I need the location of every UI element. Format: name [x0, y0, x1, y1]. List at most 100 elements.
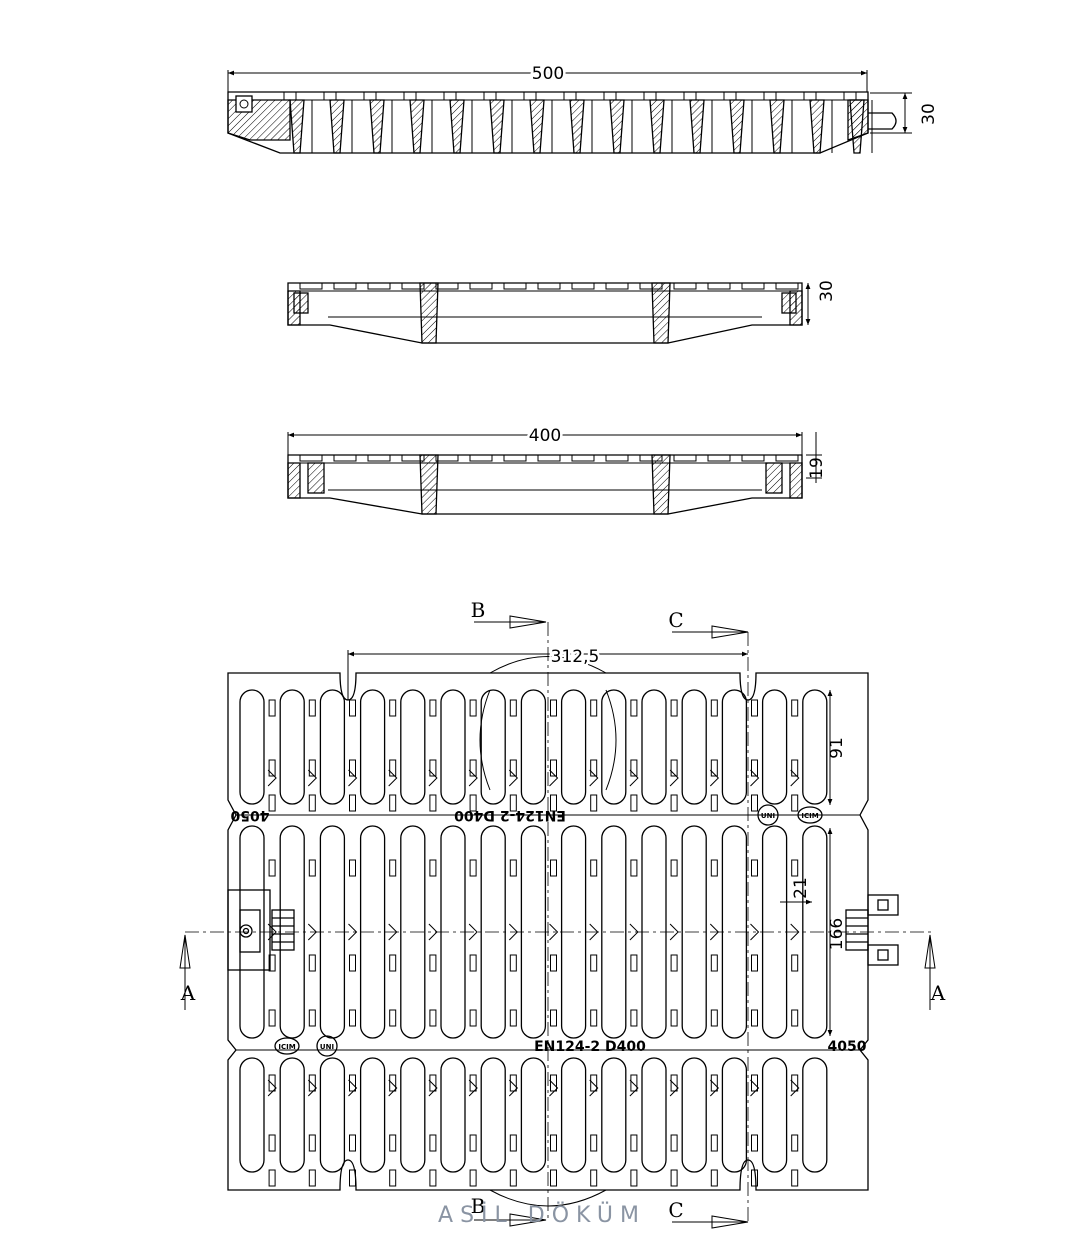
rib-lug — [308, 794, 316, 812]
rib-lug — [429, 1074, 437, 1092]
rib-lug — [791, 759, 799, 777]
rib-lug — [710, 859, 718, 877]
dim-400: 400 — [529, 426, 561, 446]
beam-section-left — [419, 282, 439, 344]
chevron — [388, 769, 398, 787]
section-arrow-b-bottom — [474, 1213, 547, 1227]
rib-lug — [550, 759, 557, 777]
chevron — [750, 923, 760, 941]
rib-lug — [710, 759, 718, 777]
rib-lug — [429, 859, 437, 877]
rib-lug — [349, 699, 356, 717]
rib-section — [369, 99, 385, 154]
chevron — [549, 1079, 559, 1097]
cross-section-outline — [287, 282, 803, 344]
rib-lug — [469, 954, 477, 972]
chevron — [750, 1079, 760, 1097]
grate-lugs — [267, 699, 800, 1187]
rib-lug — [630, 1134, 638, 1152]
rib-lug — [469, 794, 477, 812]
step-right — [765, 462, 783, 494]
rib-lug — [469, 1169, 477, 1187]
slot-upper — [359, 689, 386, 805]
slot-middle — [681, 825, 707, 1039]
rib-lug — [389, 1134, 397, 1152]
dim-312-5: 312,5 — [551, 647, 600, 667]
slot-lower — [560, 1057, 587, 1173]
section-arrow-c-bottom — [672, 1215, 749, 1229]
rib-lug — [509, 1169, 517, 1187]
slot-lower — [802, 1057, 828, 1173]
section-arrow-a-right — [924, 934, 936, 1010]
rib-lug — [670, 1169, 678, 1187]
standard-mark-upper: EN124-2 D400 — [454, 807, 566, 823]
rib-lug — [429, 699, 437, 717]
slot-lower — [359, 1057, 386, 1173]
logo-text-uni-lower: UNI — [320, 1043, 334, 1051]
rib-lug — [268, 859, 276, 877]
side-view-long — [227, 70, 912, 154]
slot-lower — [480, 1057, 506, 1173]
chevron — [348, 923, 358, 941]
rib-lug — [509, 699, 517, 717]
rib-lug — [268, 1074, 276, 1092]
section-arrow-b-top — [474, 615, 547, 629]
rib-lug — [590, 1009, 598, 1027]
rib-lug — [630, 759, 638, 777]
slot-upper — [400, 689, 426, 805]
rib-lug — [469, 1134, 477, 1152]
rib-lug — [389, 859, 397, 877]
rib-lug — [590, 794, 598, 812]
rib-lug — [389, 1169, 397, 1187]
section-label-a-right: A — [930, 981, 946, 1005]
rib-section — [409, 99, 425, 154]
hinge-pin — [868, 112, 897, 130]
end-section-right — [847, 99, 869, 141]
dim-500: 500 — [532, 64, 564, 84]
section-label-c-bottom: C — [668, 1198, 683, 1222]
step-left — [293, 292, 309, 314]
rib-lug — [670, 794, 678, 812]
rib-lug — [670, 699, 678, 717]
dim-30-mid: 30 — [817, 280, 837, 302]
chevron — [549, 923, 559, 941]
rib-lug — [429, 1169, 437, 1187]
rib-lug — [550, 1009, 557, 1027]
rib-lug — [429, 1009, 437, 1027]
rib-lug — [550, 1074, 557, 1092]
rib-section — [769, 99, 785, 154]
rib-lug — [590, 699, 598, 717]
rib-lug — [349, 794, 356, 812]
dim-166: 166 — [827, 918, 847, 950]
slot-upper — [601, 689, 627, 805]
rib-lug — [791, 859, 799, 877]
rib-lug — [308, 759, 316, 777]
slot-upper — [560, 689, 587, 805]
rib-lug — [429, 794, 437, 812]
slot-lower — [641, 1057, 667, 1173]
chevron — [508, 1079, 519, 1097]
rib-lug — [791, 1009, 799, 1027]
section-label-b-bottom: B — [471, 1194, 486, 1218]
section-label-c-top: C — [668, 608, 683, 632]
chevron — [669, 769, 679, 787]
rib-lug — [590, 759, 598, 777]
rib-lug — [710, 699, 718, 717]
chevron — [589, 1079, 599, 1097]
rib-lug — [751, 1134, 758, 1152]
standard-mark-lower: EN124-2 D400 — [534, 1039, 646, 1055]
rib-lug — [389, 699, 397, 717]
rib-lug — [469, 759, 477, 777]
chevron — [750, 769, 760, 787]
chevron — [669, 1079, 679, 1097]
beam-section-right — [651, 282, 671, 344]
rib-lug — [590, 1169, 598, 1187]
slot-upper — [279, 689, 305, 805]
logo-text-uni-upper: UNI — [761, 812, 775, 820]
rib-lug — [751, 759, 758, 777]
rib-lug — [550, 699, 557, 717]
slot-lower — [239, 1057, 265, 1173]
rib-section — [489, 99, 505, 154]
slot-lower — [721, 1057, 748, 1173]
rib-section — [649, 99, 665, 154]
